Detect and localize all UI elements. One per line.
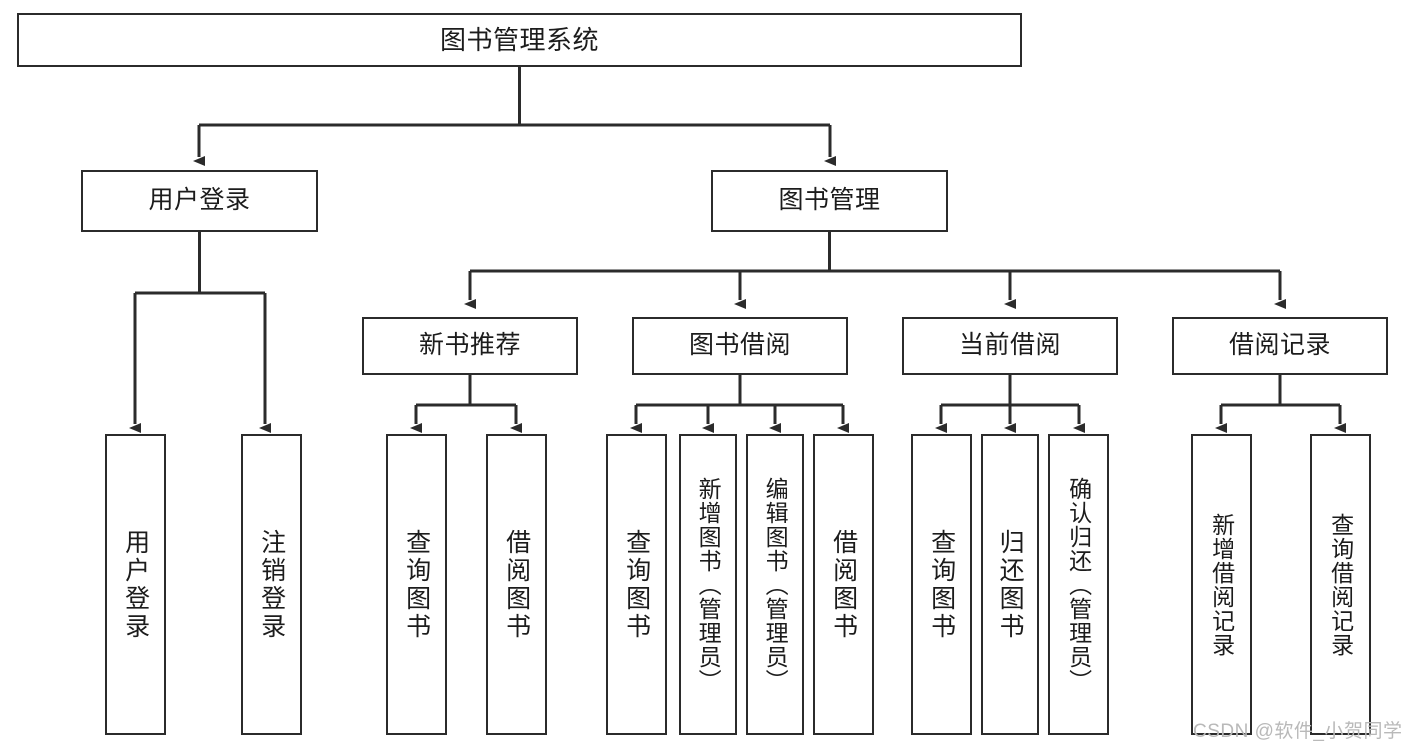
leaf-book-borrow-query-book[interactable]: 查询图书 [606, 434, 667, 735]
node-borrow-record[interactable]: 借阅记录 [1172, 317, 1388, 375]
node-label: 归还图书 [996, 528, 1025, 641]
node-current-borrow[interactable]: 当前借阅 [902, 317, 1118, 375]
leaf-book-borrow-add-book-admin[interactable]: 新增图书（管理员） [679, 434, 737, 735]
node-new-book-recommend[interactable]: 新书推荐 [362, 317, 578, 375]
node-user-login[interactable]: 用户登录 [81, 170, 318, 232]
leaf-current-borrow-query-book[interactable]: 查询图书 [911, 434, 972, 735]
node-label: 编辑图书（管理员） [762, 476, 789, 693]
leaf-new-book-query-book[interactable]: 查询图书 [386, 434, 447, 735]
node-book-management[interactable]: 图书管理 [711, 170, 948, 232]
leaf-user-login-login[interactable]: 用户登录 [105, 434, 166, 735]
node-label: 当前借阅 [958, 331, 1061, 360]
leaf-borrow-record-add-record[interactable]: 新增借阅记录 [1191, 434, 1252, 735]
node-root-book-management-system[interactable]: 图书管理系统 [17, 13, 1022, 67]
node-label: 新增图书（管理员） [695, 476, 722, 693]
node-label: 用户登录 [121, 528, 150, 641]
node-label: 图书借阅 [688, 331, 791, 360]
leaf-book-borrow-edit-book-admin[interactable]: 编辑图书（管理员） [746, 434, 804, 735]
leaf-borrow-record-query-record[interactable]: 查询借阅记录 [1310, 434, 1371, 735]
node-label: 借阅图书 [502, 528, 531, 641]
leaf-new-book-borrow-book[interactable]: 借阅图书 [486, 434, 547, 735]
node-label: 查询图书 [402, 528, 431, 641]
leaf-current-borrow-return-book[interactable]: 归还图书 [981, 434, 1039, 735]
node-label: 借阅图书 [829, 528, 858, 641]
node-label: 新书推荐 [418, 331, 521, 360]
node-label: 用户登录 [148, 186, 251, 215]
node-label: 图书管理 [778, 186, 881, 215]
node-label: 查询图书 [927, 528, 956, 641]
leaf-current-borrow-confirm-return-admin[interactable]: 确认归还（管理员） [1048, 434, 1109, 735]
node-label: 查询图书 [622, 528, 651, 641]
node-label: 注销登录 [257, 528, 286, 641]
leaf-book-borrow-borrow-book[interactable]: 借阅图书 [813, 434, 874, 735]
node-label: 查询借阅记录 [1327, 512, 1354, 657]
node-label: 图书管理系统 [439, 24, 599, 55]
node-label: 借阅记录 [1228, 331, 1331, 360]
node-book-borrow[interactable]: 图书借阅 [632, 317, 848, 375]
node-label: 新增借阅记录 [1208, 512, 1235, 657]
leaf-user-login-logout[interactable]: 注销登录 [241, 434, 302, 735]
csdn-watermark: CSDN @软件_小贺同学 [1193, 721, 1403, 742]
node-label: 确认归还（管理员） [1065, 476, 1092, 693]
